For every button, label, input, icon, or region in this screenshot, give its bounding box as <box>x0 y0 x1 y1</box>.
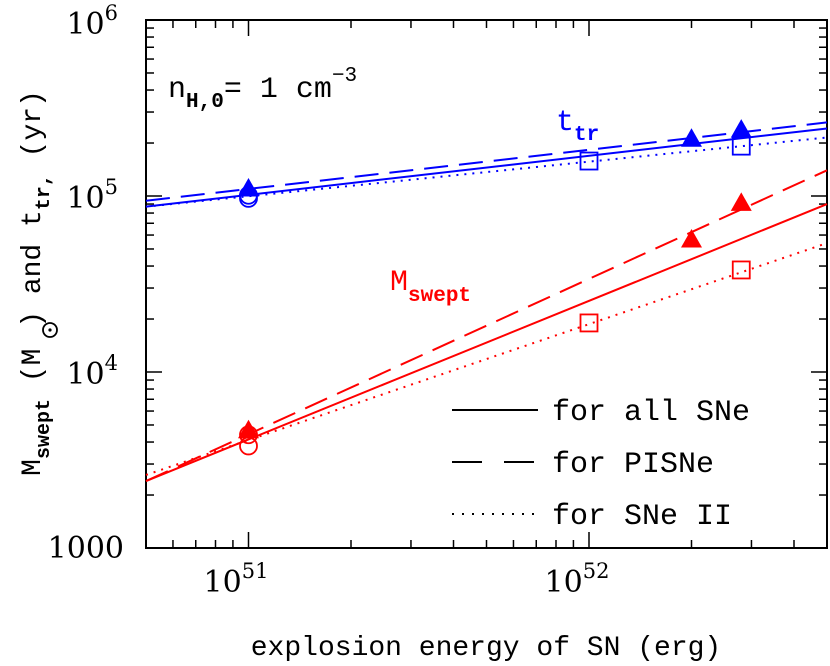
y-tick-label-1e6: 106 <box>66 1 118 42</box>
series-line-t_tr-solid <box>145 127 828 208</box>
legend: for all SNe for PISNe for SNe II <box>452 396 750 534</box>
marker-t_tr-filled-triangle-5 <box>730 119 752 138</box>
sun-symbol <box>42 322 58 338</box>
y-tick-label-1000: 1000 <box>48 531 124 566</box>
marker-t_tr-open-square-3 <box>579 151 599 171</box>
density-annotation: nH,0= 1 cm−3 <box>168 65 357 114</box>
marker-t_tr-open-circle-2 <box>239 185 258 205</box>
label-m-swept: Mswept <box>390 266 471 308</box>
series-line-m_swept-dashed <box>145 169 828 482</box>
series-lines <box>145 121 828 483</box>
marker-t_tr-filled-triangle-4 <box>681 128 703 147</box>
y-tick-label-1e5: 105 <box>66 175 118 216</box>
marker-m_swept-filled-triangle-12 <box>730 192 752 211</box>
marker-t_tr-open-square-6 <box>731 136 751 156</box>
x-tick-label-1e51: 1051 <box>204 559 269 600</box>
legend-label-pisne: for PISNe <box>552 448 714 482</box>
data-markers <box>238 119 752 456</box>
series-line-m_swept-dotted <box>145 242 828 476</box>
marker-m_swept-filled-triangle-11 <box>681 228 703 248</box>
y-axis-label: Mswept (M ) and ttr, (yr) <box>18 90 58 476</box>
legend-label-all: for all SNe <box>552 396 750 430</box>
label-t-tr: ttr <box>556 106 599 147</box>
series-line-t_tr-dashed <box>145 121 828 202</box>
marker-m_swept-open-circle-8 <box>239 425 258 445</box>
x-tick-label-1e52: 1052 <box>545 559 610 600</box>
x-axis-label: explosion energy of SN (erg) <box>251 633 721 664</box>
x-minor-ticks <box>145 20 828 548</box>
legend-label-sne2: for SNe II <box>552 500 732 534</box>
marker-m_swept-filled-triangle-7 <box>238 419 260 439</box>
y-tick-label-1e4: 104 <box>66 351 118 392</box>
marker-m_swept-open-square-10 <box>579 313 599 333</box>
series-line-m_swept-solid <box>145 203 828 483</box>
marker-m_swept-open-square-13 <box>731 260 751 280</box>
marker-m_swept-open-circle-9 <box>239 436 258 456</box>
